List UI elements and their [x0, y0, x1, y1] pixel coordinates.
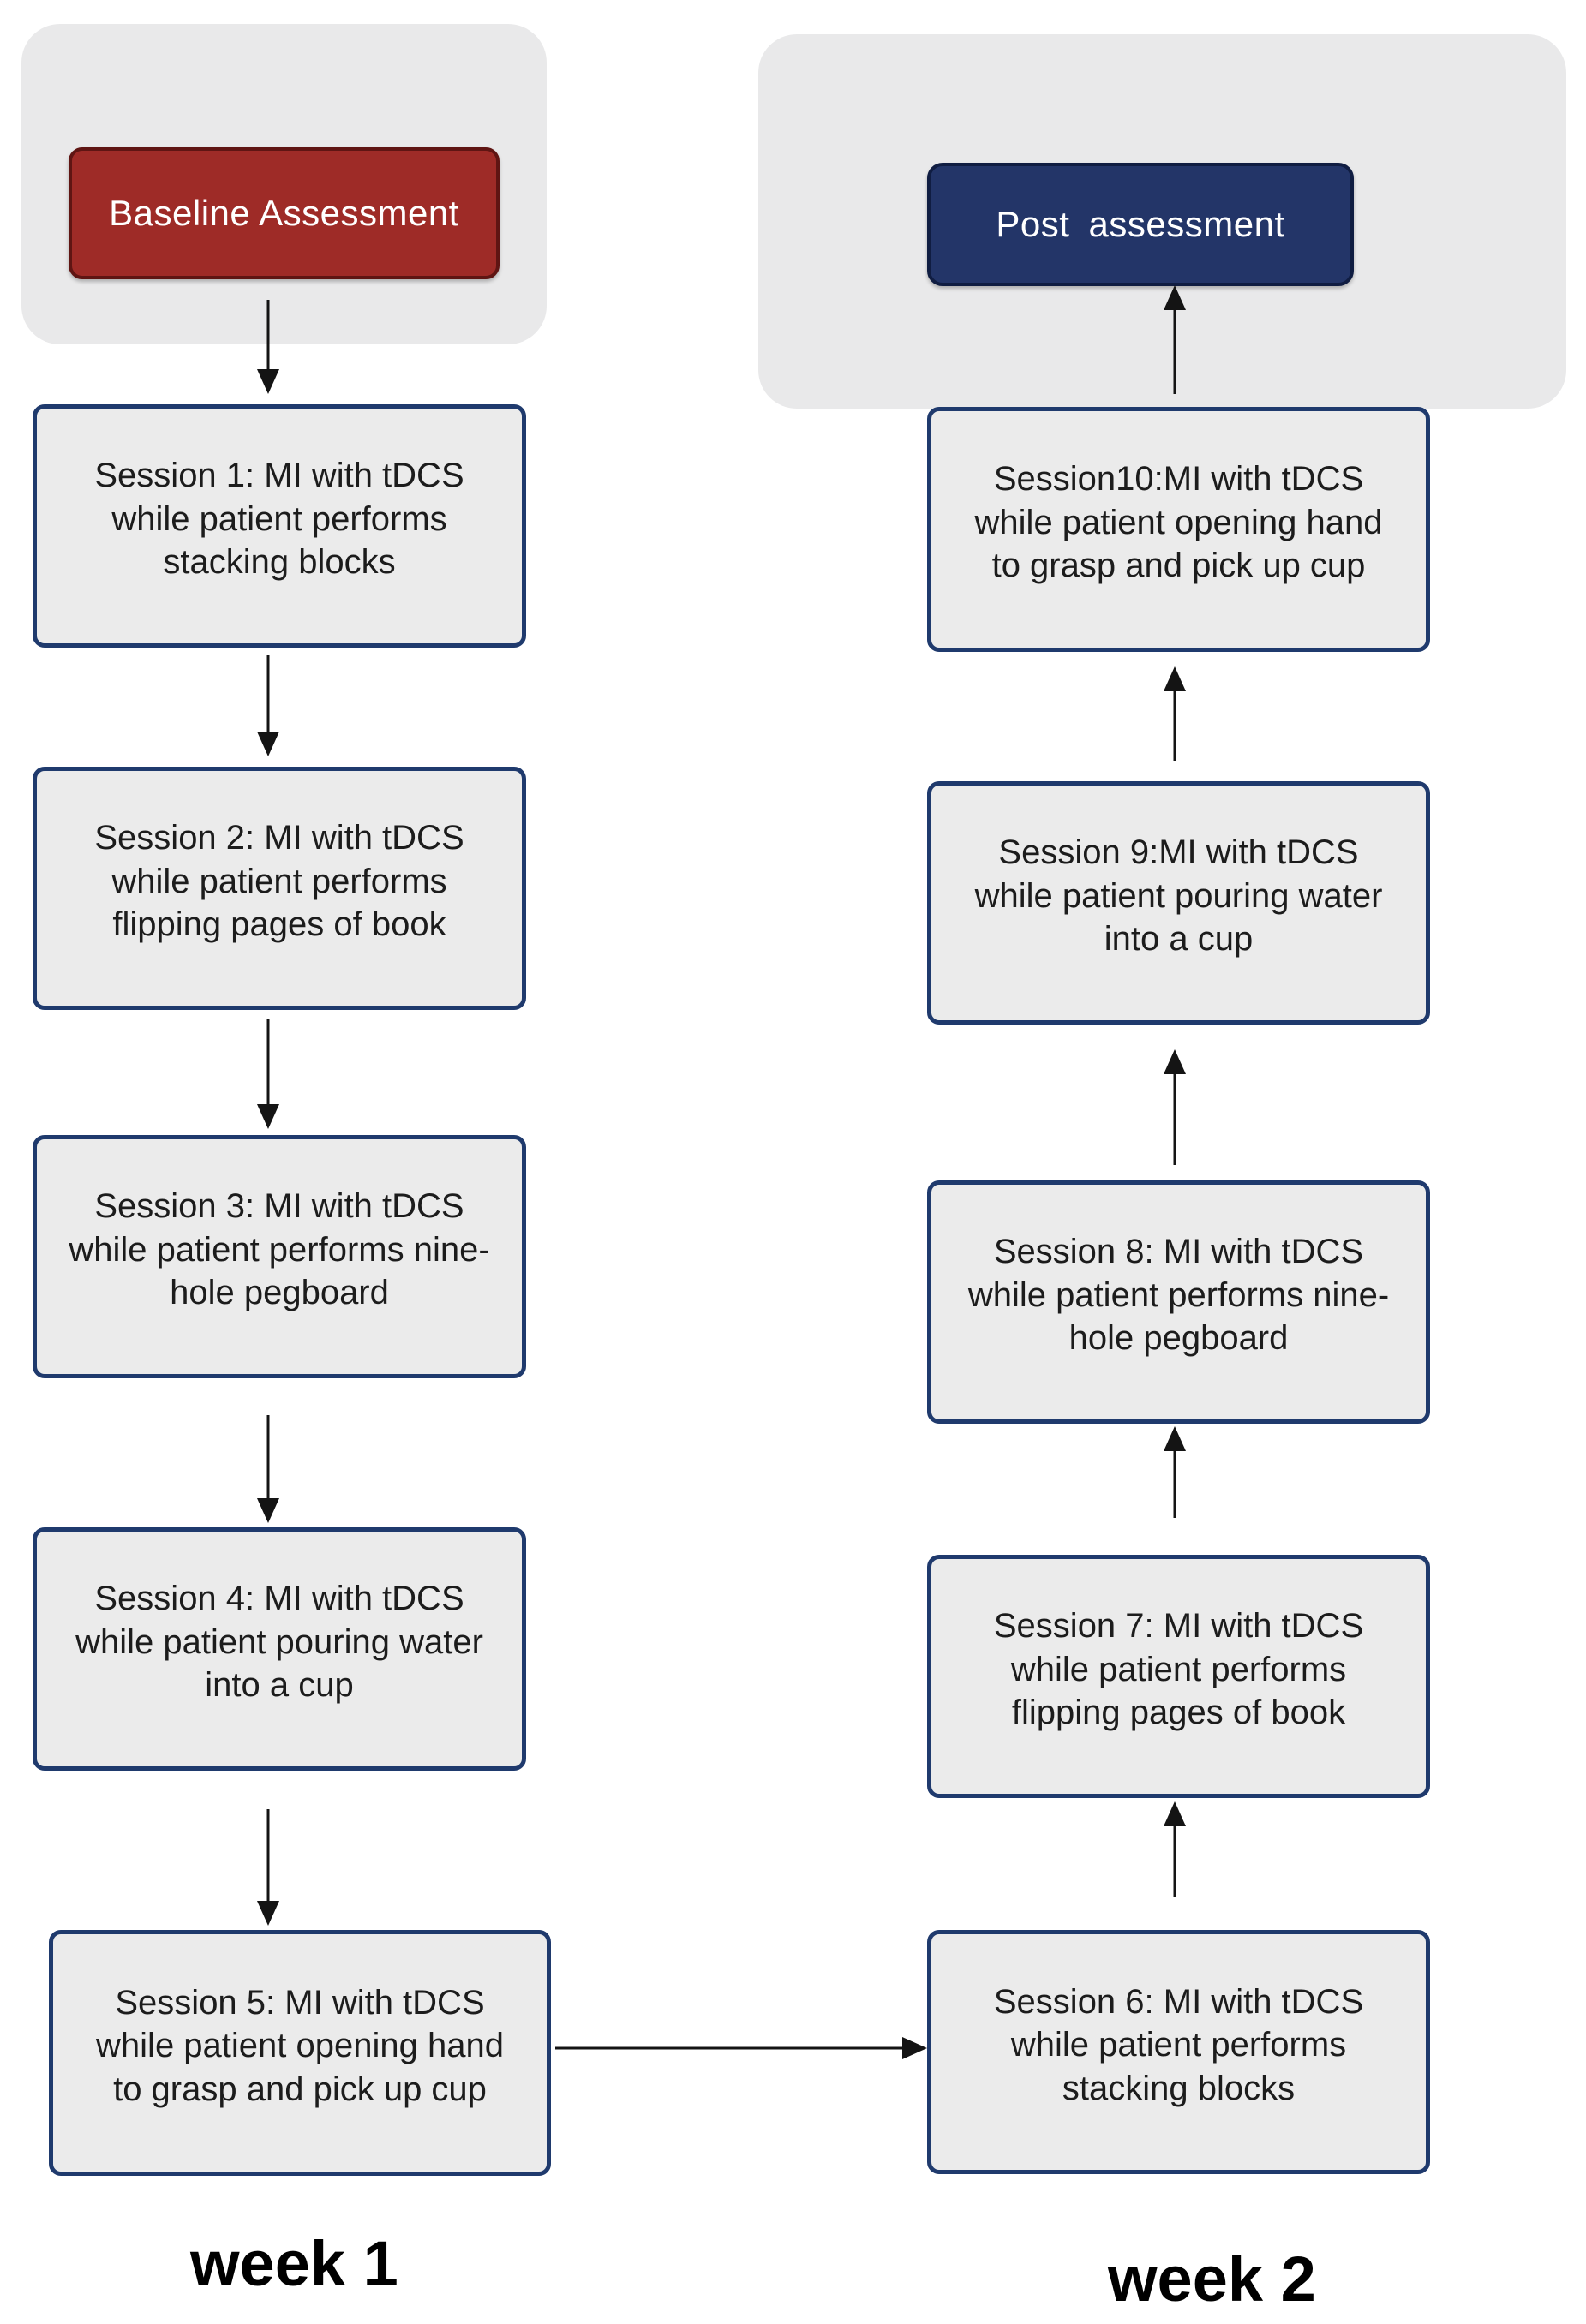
- arrow-down-baseline-to-s1: [257, 300, 279, 394]
- session-9-label: Session 9:MI with tDCS while patient pou…: [974, 833, 1383, 959]
- arrow-head-icon: [257, 1104, 279, 1129]
- session-5-label: Session 5: MI with tDCS while patient op…: [96, 1983, 504, 2108]
- arrow-shaft: [266, 1019, 270, 1105]
- arrow-up-s6-to-s7: [1164, 1801, 1186, 1897]
- session-1-node: Session 1: MI with tDCS while patient pe…: [33, 404, 526, 648]
- session-10-label: Session10:MI with tDCS while patient ope…: [974, 460, 1383, 585]
- arrow-shaft: [266, 300, 270, 370]
- session-5-node: Session 5: MI with tDCS while patient op…: [49, 1930, 551, 2176]
- post-assessment-label: Post assessment: [996, 204, 1285, 244]
- arrow-head-icon: [1164, 1801, 1186, 1826]
- session-8-label: Session 8: MI with tDCS while patient pe…: [967, 1233, 1390, 1358]
- arrow-shaft: [1173, 309, 1176, 394]
- session-6-node: Session 6: MI with tDCS while patient pe…: [927, 1930, 1430, 2174]
- arrow-up-s7-to-s8: [1164, 1426, 1186, 1518]
- session-10-node: Session10:MI with tDCS while patient ope…: [927, 407, 1430, 652]
- arrow-shaft: [555, 2046, 903, 2050]
- arrow-head-icon: [1164, 1049, 1186, 1074]
- arrow-up-s9-to-s10: [1164, 666, 1186, 761]
- arrow-shaft: [1173, 1825, 1176, 1897]
- session-1-label: Session 1: MI with tDCS while patient pe…: [94, 457, 464, 582]
- week1-label: week 1: [190, 2228, 398, 2299]
- session-9-node: Session 9:MI with tDCS while patient pou…: [927, 781, 1430, 1025]
- session-3-label: Session 3: MI with tDCS while patient pe…: [69, 1187, 490, 1312]
- week2-label: week 2: [1108, 2243, 1316, 2315]
- arrow-shaft: [266, 1809, 270, 1902]
- arrow-shaft: [1173, 1450, 1176, 1518]
- session-7-label: Session 7: MI with tDCS while patient pe…: [993, 1607, 1364, 1732]
- arrow-down-s2-to-s3: [257, 1019, 279, 1129]
- session-7-node: Session 7: MI with tDCS while patient pe…: [927, 1555, 1430, 1798]
- arrow-head-icon: [257, 732, 279, 756]
- baseline-assessment-label: Baseline Assessment: [109, 193, 459, 233]
- arrow-head-icon: [257, 369, 279, 394]
- session-4-label: Session 4: MI with tDCS while patient po…: [75, 1580, 483, 1705]
- arrow-down-s3-to-s4: [257, 1415, 279, 1523]
- arrow-head-icon: [902, 2037, 927, 2059]
- arrow-right-s5-to-s6: [555, 2037, 927, 2059]
- arrow-down-s1-to-s2: [257, 655, 279, 756]
- arrow-up-s8-to-s9: [1164, 1049, 1186, 1165]
- arrow-head-icon: [257, 1498, 279, 1523]
- arrow-head-icon: [1164, 285, 1186, 310]
- arrow-head-icon: [1164, 666, 1186, 691]
- arrow-shaft: [266, 655, 270, 732]
- arrow-head-icon: [257, 1901, 279, 1926]
- baseline-assessment-node: Baseline Assessment: [69, 147, 500, 279]
- arrow-shaft: [1173, 690, 1176, 761]
- arrow-up-s10-to-post: [1164, 285, 1186, 394]
- session-2-label: Session 2: MI with tDCS while patient pe…: [94, 819, 464, 944]
- session-6-label: Session 6: MI with tDCS while patient pe…: [993, 1982, 1364, 2107]
- arrow-down-s4-to-s5: [257, 1809, 279, 1926]
- session-8-node: Session 8: MI with tDCS while patient pe…: [927, 1180, 1430, 1424]
- post-assessment-node: Post assessment: [927, 163, 1354, 286]
- arrow-shaft: [1173, 1073, 1176, 1165]
- arrow-shaft: [266, 1415, 270, 1499]
- session-3-node: Session 3: MI with tDCS while patient pe…: [33, 1135, 526, 1378]
- arrow-head-icon: [1164, 1426, 1186, 1451]
- session-4-node: Session 4: MI with tDCS while patient po…: [33, 1527, 526, 1771]
- session-2-node: Session 2: MI with tDCS while patient pe…: [33, 767, 526, 1010]
